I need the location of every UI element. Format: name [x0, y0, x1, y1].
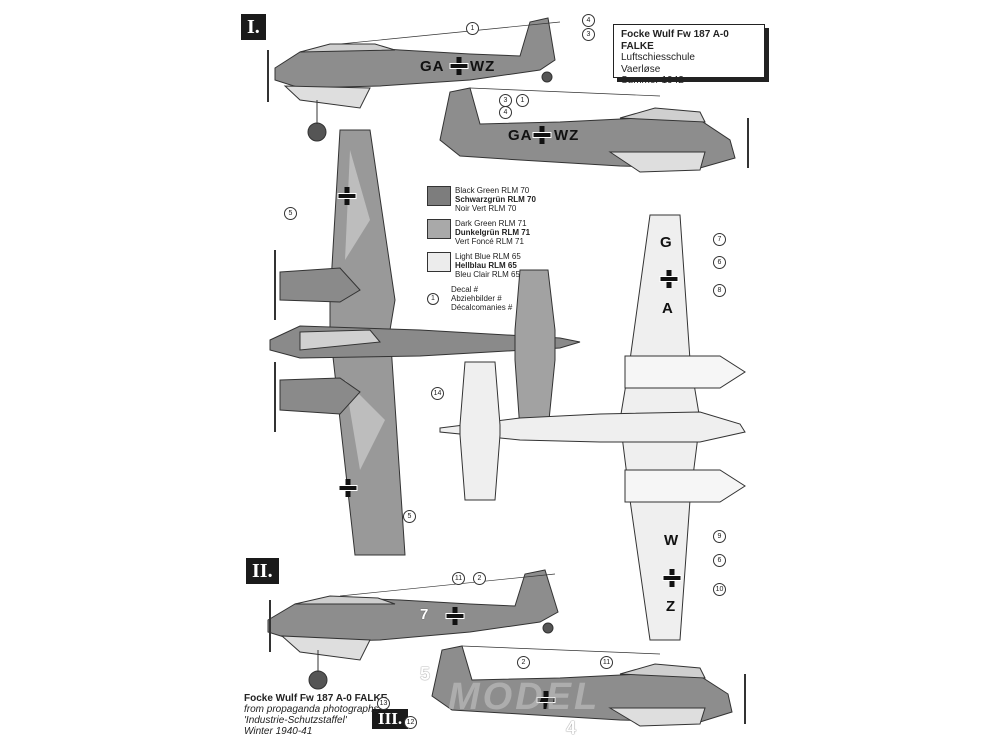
info-line-2: Vaerløse [621, 63, 661, 75]
profile-iii-right-side [431, 645, 746, 727]
caption-line-2: 'Industrie-Schutzstaffel' [244, 715, 347, 726]
callout-6-a: 6 [713, 256, 726, 269]
code-ga-profile-i-right: GA [508, 127, 533, 144]
decal-symbol: 1 [427, 293, 439, 305]
callout-11-a: 11 [452, 572, 465, 585]
profile-i-left-side [267, 17, 561, 142]
code-5-profile-ii: 5 [420, 664, 432, 684]
callout-12: 12 [404, 716, 417, 729]
legend-row-rlm65: Light Blue RLM 65 Hellblau RLM 65 Bleu C… [427, 252, 536, 279]
code-w-wing: W [664, 532, 680, 549]
top-view [269, 129, 581, 556]
caption-line-1: from propaganda photographs [244, 704, 379, 715]
section-label-i: I. [241, 14, 266, 40]
code-g-wing: G [660, 234, 673, 251]
legend-en-1: Dark Green RLM 71 [455, 219, 527, 228]
legend-row-rlm71: Dark Green RLM 71 Dunkelgrün RLM 71 Vert… [427, 219, 536, 246]
legend-decal: 1 Decal # Abziehbilder # Décalcomanies # [427, 285, 536, 312]
legend-en-0: Black Green RLM 70 [455, 186, 530, 195]
callout-5-a: 5 [284, 207, 297, 220]
legend-row-rlm70: Black Green RLM 70 Schwarzgrün RLM 70 No… [427, 186, 536, 213]
callout-14: 14 [431, 387, 444, 400]
legend-fr-1: Vert Foncé RLM 71 [455, 237, 524, 246]
callout-9: 9 [713, 530, 726, 543]
callout-2-a: 2 [473, 572, 486, 585]
legend-de-1: Dunkelgrün RLM 71 [455, 228, 531, 237]
callout-5-b: 5 [403, 510, 416, 523]
callout-6-b: 6 [713, 554, 726, 567]
decal-de: Abziehbilder # [451, 294, 502, 303]
code-7-profile-ii: 7 [420, 606, 430, 623]
code-ga-profile-i: GA [420, 58, 445, 75]
info-line-1: Luftschiesschule [621, 52, 695, 63]
profile-ii-left-side [267, 569, 559, 690]
callout-4-a: 4 [582, 14, 595, 27]
info-title: Focke Wulf Fw 187 A-0 FALKE [621, 29, 729, 52]
callout-11-b: 11 [600, 656, 613, 669]
callout-3-a: 3 [582, 28, 595, 41]
code-wz-profile-i-right: WZ [554, 127, 580, 144]
profile-i-right-side [439, 87, 749, 173]
legend-de-2: Hellblau RLM 65 [455, 261, 517, 270]
callout-13: 13 [377, 697, 390, 710]
decal-fr: Décalcomanies # [451, 303, 513, 312]
legend-fr-0: Noir Vert RLM 70 [455, 204, 517, 213]
swatch-rlm65 [427, 252, 451, 272]
swatch-rlm70 [427, 186, 451, 206]
callout-4-b: 4 [499, 106, 512, 119]
code-z-wing: Z [666, 598, 677, 615]
callout-10: 10 [713, 583, 726, 596]
callout-1-b: 1 [516, 94, 529, 107]
section-label-iii: III. [372, 709, 409, 729]
legend-fr-2: Bleu Clair RLM 65 [455, 270, 520, 279]
info-line-3: Summer 1942 [621, 75, 684, 86]
legend-en-2: Light Blue RLM 65 [455, 252, 521, 261]
legend-de-0: Schwarzgrün RLM 70 [455, 195, 536, 204]
under-view [439, 214, 746, 641]
caption-line-3: Winter 1940-41 [244, 726, 313, 737]
callout-1-a: 1 [466, 22, 479, 35]
section-label-ii: II. [246, 558, 279, 584]
watermark-text: MODEL [448, 676, 601, 718]
code-wz-profile-i: WZ [470, 58, 496, 75]
code-a-wing: A [662, 300, 674, 317]
caption-block: Focke Wulf Fw 187 A-0 FALKE from propaga… [244, 693, 387, 737]
callout-8: 8 [713, 284, 726, 297]
caption-title: Focke Wulf Fw 187 A-0 FALKE [244, 693, 388, 704]
info-box: Focke Wulf Fw 187 A-0 FALKE Luftschiessc… [613, 24, 765, 86]
callout-2-b: 2 [517, 656, 530, 669]
swatch-rlm71 [427, 219, 451, 239]
color-legend: Black Green RLM 70 Schwarzgrün RLM 70 No… [427, 186, 536, 312]
code-4-profile-iii: 4 [566, 718, 578, 738]
callout-7: 7 [713, 233, 726, 246]
decal-en: Decal # [451, 285, 479, 294]
